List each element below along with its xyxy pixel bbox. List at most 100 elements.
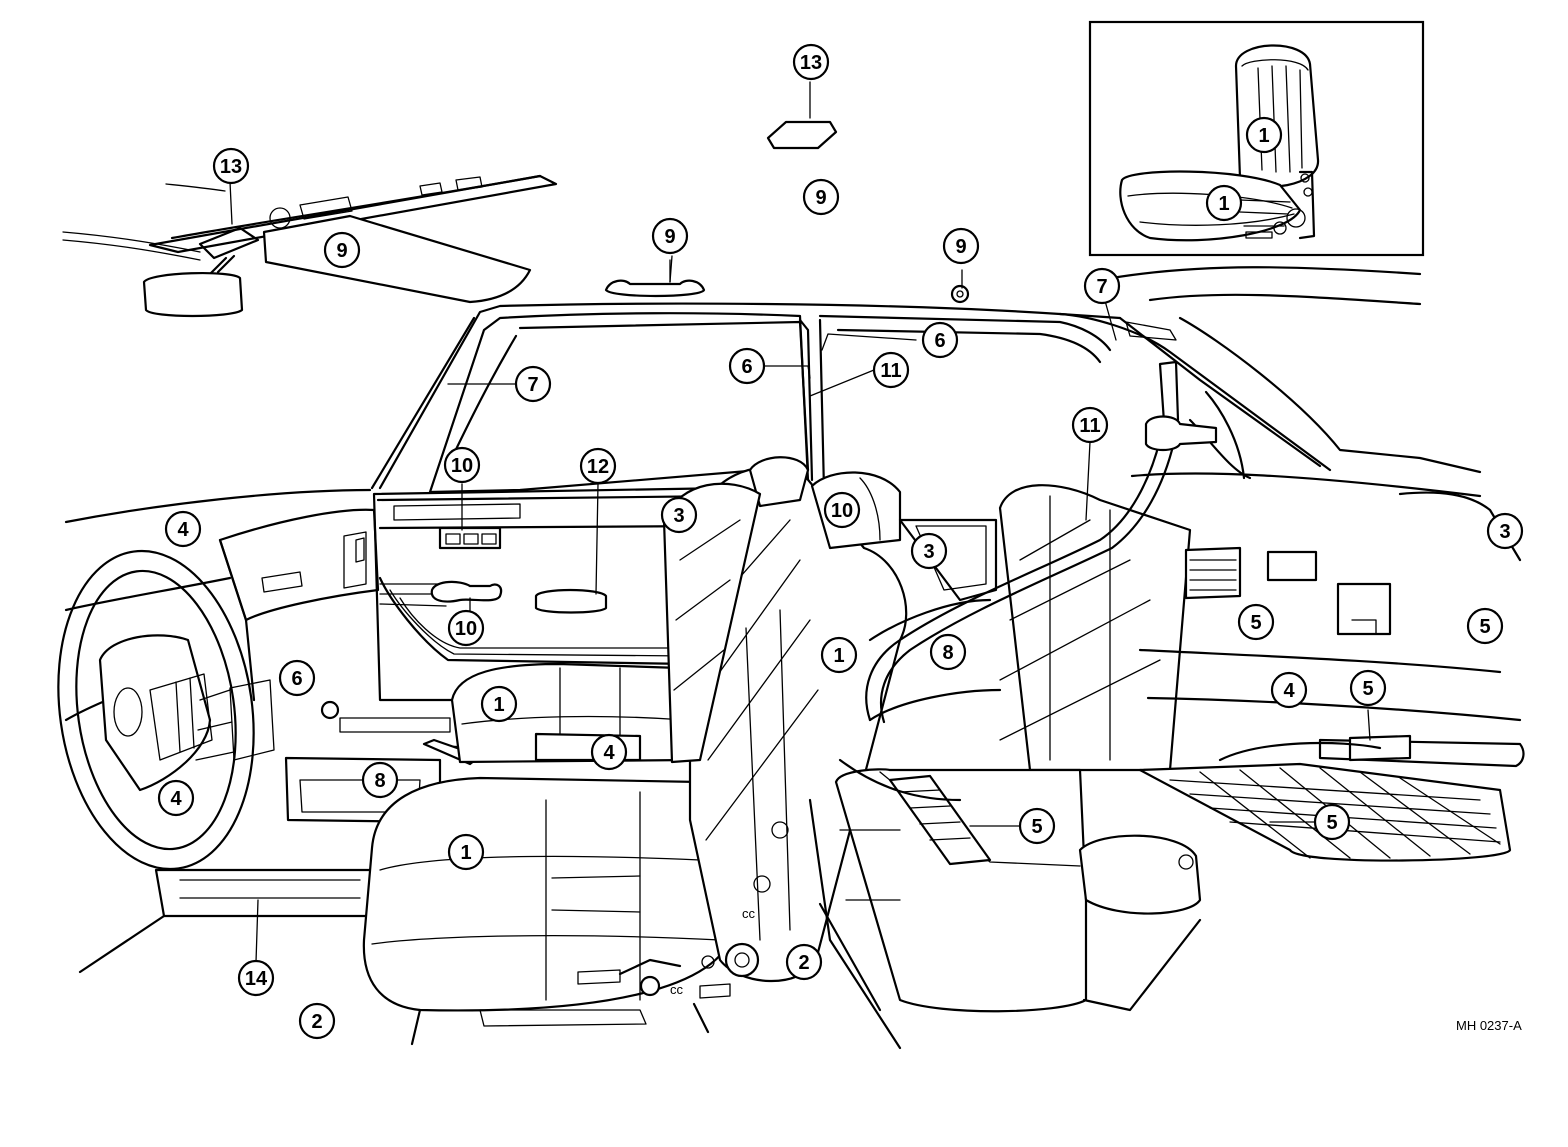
callout-label: 1 — [460, 842, 471, 864]
callout-label: 4 — [177, 519, 189, 541]
callout-label: 3 — [673, 505, 684, 527]
callout-label: 11 — [1079, 415, 1100, 437]
callout-9: 9 — [802, 178, 840, 216]
callout-circle — [792, 43, 830, 81]
rear-seat — [868, 484, 1522, 772]
rear-console-armrest — [834, 768, 1202, 1013]
callout-6: 6 — [278, 659, 316, 697]
callout-9: 9 — [942, 227, 980, 265]
callout-14: 14 — [237, 959, 275, 997]
callout-circle — [1071, 406, 1109, 444]
headliner — [62, 174, 558, 318]
callout-label: 9 — [955, 236, 966, 258]
callout-label: 10 — [451, 455, 473, 477]
callout-label: 9 — [815, 187, 826, 209]
callout-label: 7 — [1096, 276, 1107, 298]
steering-wheel — [57, 549, 255, 871]
callout-10: 10 — [823, 491, 861, 529]
callout-circle — [1349, 669, 1387, 707]
callout-circle — [579, 447, 617, 485]
sun-visor-part — [766, 81, 838, 150]
callout-circle — [590, 733, 628, 771]
callout-label: 1 — [1258, 125, 1269, 147]
drawing-code: MH 0237-A — [1456, 1018, 1522, 1033]
car-body-outline — [370, 266, 1522, 562]
callout-label: 11 — [880, 360, 901, 382]
callout-6: 6 — [921, 321, 959, 359]
callout-circle — [361, 761, 399, 799]
callout-label: 1 — [1218, 193, 1229, 215]
callout-label: 4 — [170, 788, 182, 810]
callout-circle — [447, 833, 485, 871]
callout-9: 9 — [323, 231, 361, 269]
floor-outline — [808, 758, 1202, 1050]
callout-6: 6 — [728, 347, 766, 385]
callout-label: 13 — [220, 156, 242, 178]
callout-label: 9 — [336, 240, 347, 262]
callout-4: 4 — [164, 510, 202, 548]
callout-8: 8 — [361, 761, 399, 799]
callout-3: 3 — [660, 496, 698, 534]
callout-circle — [651, 217, 689, 255]
callout-circle — [1270, 671, 1308, 709]
callout-circle — [823, 491, 861, 529]
callout-circle — [942, 227, 980, 265]
callout-1: 1 — [1245, 116, 1283, 154]
callout-label: 12 — [587, 456, 609, 478]
callout-circle — [237, 959, 275, 997]
callout-label: 3 — [1499, 521, 1510, 543]
callout-circle — [212, 147, 250, 185]
callout-circle — [1237, 603, 1275, 641]
callout-label: 5 — [1031, 816, 1042, 838]
callout-label: 1 — [833, 645, 844, 667]
callout-circle — [910, 532, 948, 570]
callout-circle — [921, 321, 959, 359]
callout-1: 1 — [447, 833, 485, 871]
svg-text:cc: cc — [670, 982, 684, 997]
callout-5: 5 — [1313, 803, 1351, 841]
callout-label: 3 — [923, 541, 934, 563]
callout-4: 4 — [157, 779, 195, 817]
callout-8: 8 — [929, 633, 967, 671]
callout-4: 4 — [590, 733, 628, 771]
callout-label: 2 — [311, 1011, 322, 1033]
callout-label: 8 — [374, 770, 385, 792]
callout-circle — [802, 178, 840, 216]
callout-circle — [929, 633, 967, 671]
callout-9: 9 — [651, 217, 689, 255]
callout-circle — [1245, 116, 1283, 154]
callout-10: 10 — [443, 446, 481, 484]
callout-label: 4 — [1283, 680, 1295, 702]
callout-label: 10 — [455, 618, 477, 640]
callout-circle — [820, 636, 858, 674]
callout-label: 10 — [831, 500, 853, 522]
callout-label: 4 — [603, 742, 615, 764]
callout-label: 14 — [245, 968, 268, 990]
callout-7: 7 — [1083, 267, 1121, 305]
callout-label: 8 — [942, 642, 953, 664]
callout-label: 6 — [934, 330, 945, 352]
callout-10: 10 — [447, 609, 485, 647]
callout-circle — [660, 496, 698, 534]
callout-label: 5 — [1250, 612, 1261, 634]
assist-grip — [604, 259, 970, 304]
callout-circle — [278, 659, 316, 697]
callout-label: 7 — [527, 374, 538, 396]
callout-label: 5 — [1362, 678, 1373, 700]
callout-label: 9 — [664, 226, 675, 248]
callout-1: 1 — [820, 636, 858, 674]
callout-label: 5 — [1479, 616, 1490, 638]
callout-1: 1 — [480, 685, 518, 723]
callout-label: 6 — [291, 668, 302, 690]
callout-circle — [164, 510, 202, 548]
svg-text:cc: cc — [742, 906, 756, 921]
leader-lines — [229, 181, 1371, 963]
callout-2: 2 — [298, 1002, 336, 1040]
callout-13: 13 — [792, 43, 830, 81]
callout-circle — [443, 446, 481, 484]
callout-label: 1 — [493, 694, 504, 716]
callout-circle — [157, 779, 195, 817]
callout-5: 5 — [1237, 603, 1275, 641]
